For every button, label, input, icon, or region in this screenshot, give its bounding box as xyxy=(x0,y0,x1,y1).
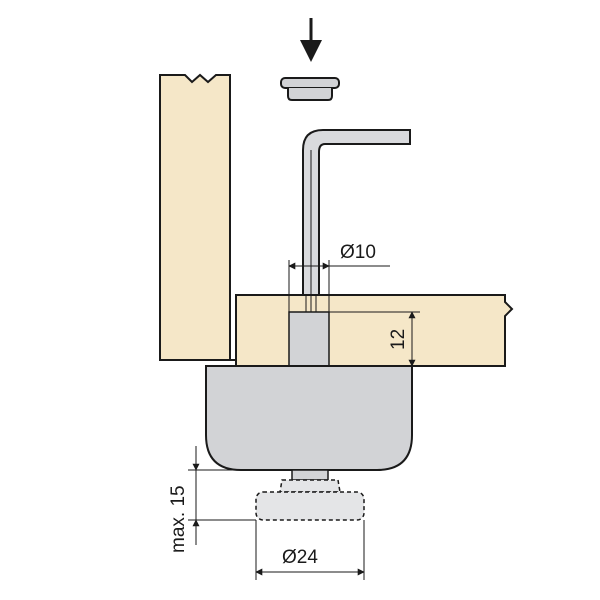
drilled-hole xyxy=(288,311,330,367)
glide-body xyxy=(205,365,413,471)
adjustable-foot xyxy=(255,479,365,521)
dimension-glide-diameter: Ø24 xyxy=(255,520,365,580)
allen-key-icon xyxy=(302,129,411,312)
dimension-hole-diameter: Ø10 xyxy=(288,242,390,295)
cap-icon xyxy=(280,77,340,101)
hole-diameter-label: Ø10 xyxy=(340,242,376,263)
dimension-depth: 12 xyxy=(329,311,420,367)
max-adjust-label: max. 15 xyxy=(168,485,189,553)
bottom-panel xyxy=(235,294,514,367)
threaded-stem xyxy=(291,469,329,481)
side-panel xyxy=(159,73,231,361)
glide-diameter-label: Ø24 xyxy=(282,547,318,568)
dimension-max-adjust: max. 15 xyxy=(168,446,292,553)
arrow-down-icon xyxy=(300,18,322,62)
depth-label: 12 xyxy=(388,329,409,350)
